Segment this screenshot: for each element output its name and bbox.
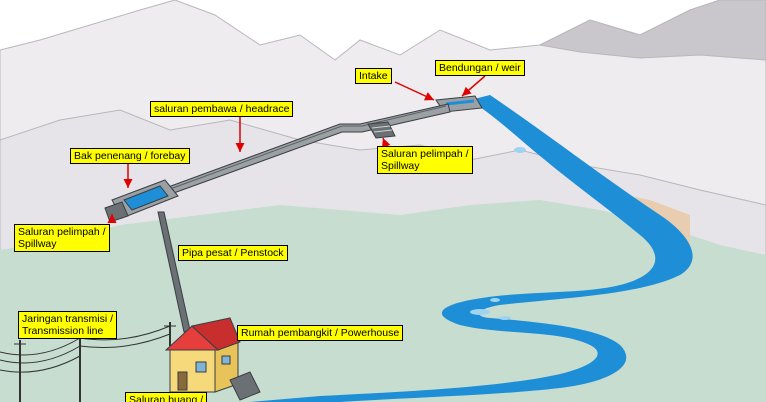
penstock-label: Pipa pesat / Penstock (178, 245, 288, 261)
weir-label: Bendungan / weir (435, 60, 525, 76)
river-ripples (470, 147, 526, 320)
forebay-label: Bak penenang / forebay (70, 148, 190, 164)
tailrace-label: Saluran buang / (125, 392, 208, 402)
powerhouse-label: Rumah pembangkit / Powerhouse (237, 325, 404, 341)
intake-label: Intake (355, 68, 392, 84)
upper-spillway (367, 121, 396, 139)
powerhouse (164, 317, 261, 401)
upper-spillway-label: Saluran pelimpah / Spillway (377, 146, 473, 174)
river (250, 95, 693, 402)
label-arrows (107, 75, 486, 223)
transmission-label: Jaringan transmisi / Transmission line (18, 311, 118, 339)
lower-spillway-label: Saluran pelimpah / Spillway (14, 224, 110, 252)
headrace-label: saluran pembawa / headrace (150, 101, 294, 117)
